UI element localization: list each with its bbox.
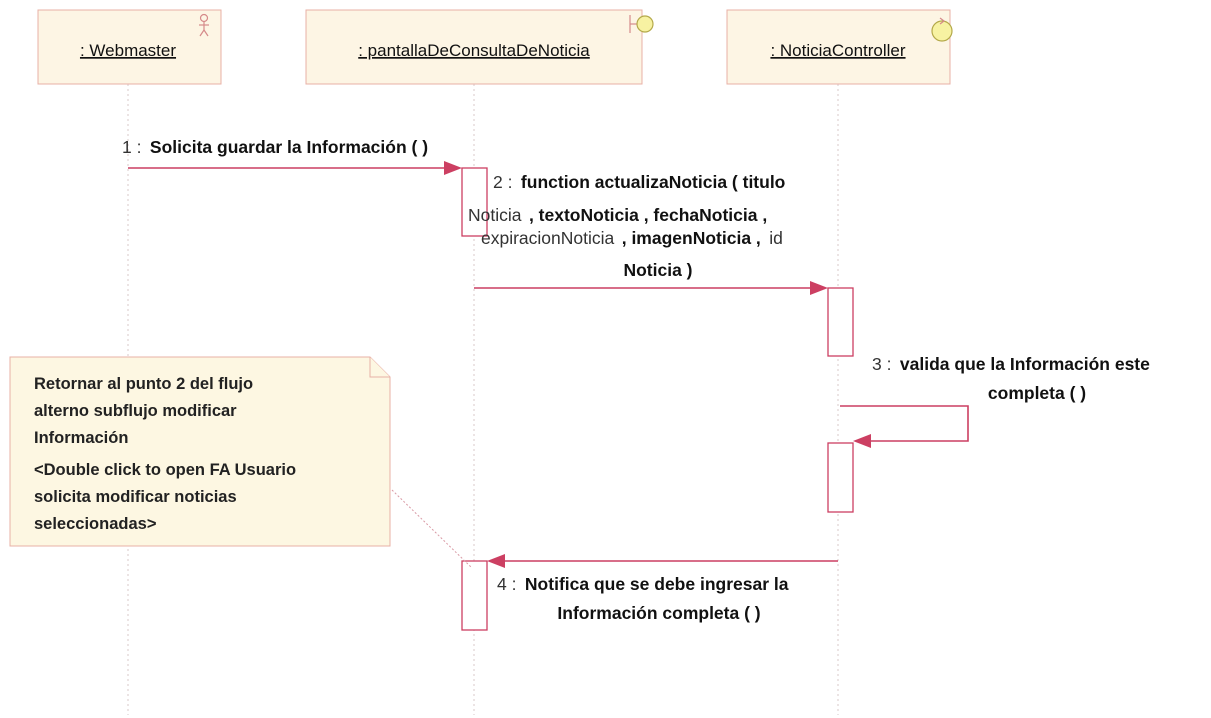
control-icon <box>931 17 953 42</box>
lifeline-controller-label: : NoticiaController <box>770 41 905 60</box>
note-line-6: seleccionadas> <box>34 515 156 533</box>
note-line-5: solicita modificar noticias <box>34 488 237 506</box>
lifeline-pantalla-label: : pantallaDeConsultaDeNoticia <box>358 41 590 60</box>
message-3-arrowhead <box>853 434 871 448</box>
message-4-arrowhead <box>487 554 505 568</box>
note[interactable]: Retornar al punto 2 del flujo alterno su… <box>9 356 391 547</box>
lifeline-webmaster[interactable]: : Webmaster <box>37 9 222 85</box>
note-line-2: alterno subflujo modificar <box>34 402 237 420</box>
boundary-icon <box>629 15 654 33</box>
message-2-label: 2 : function actualizaNoticia ( titulo N… <box>468 172 785 280</box>
svg-text:Información completa ( ): Información completa ( ) <box>557 603 760 623</box>
lifeline-pantalla[interactable]: : pantallaDeConsultaDeNoticia <box>305 9 654 85</box>
message-3-label: 3 : valida que la Información este compl… <box>872 354 1150 403</box>
message-1[interactable] <box>128 161 462 175</box>
note-anchor-line <box>391 489 473 569</box>
message-4-label: 4 : Notifica que se debe ingresar la Inf… <box>497 574 789 623</box>
svg-text:completa ( ): completa ( ) <box>988 383 1086 403</box>
note-line-4: <Double click to open FA Usuario <box>34 461 296 479</box>
activation-controller-2 <box>827 442 854 513</box>
activation-pantalla-1 <box>461 167 488 237</box>
message-1-label: 1 : Solicita guardar la Información ( ) <box>122 137 428 157</box>
svg-text:4 : Notifica que se debe: 4 : Notifica que se debe ingresar la <box>497 574 789 594</box>
activation-controller-1 <box>827 287 854 357</box>
note-line-1: Retornar al punto 2 del flujo <box>34 375 253 393</box>
message-1-arrowhead <box>444 161 462 175</box>
actor-icon <box>199 13 209 37</box>
lifeline-webmaster-label: : Webmaster <box>80 41 176 60</box>
svg-text:2 : function actualizaNo: 2 : function actualizaNoticia ( titulo <box>493 172 785 192</box>
message-3[interactable] <box>840 405 969 448</box>
message-4[interactable] <box>487 554 838 568</box>
svg-text:Noticia ): Noticia ) <box>623 260 692 280</box>
activation-pantalla-2 <box>461 560 488 631</box>
lifeline-controller[interactable]: : NoticiaController <box>726 9 953 85</box>
message-2[interactable] <box>474 281 828 295</box>
svg-text:expiracionNoticia , imag: expiracionNoticia , imagenNoticia , id <box>481 228 783 248</box>
note-line-3: Información <box>34 429 128 447</box>
message-2-arrowhead <box>810 281 828 295</box>
svg-text:Noticia , textoNoticia ,: Noticia , textoNoticia , fechaNoticia , <box>468 205 767 225</box>
svg-text:3 : valida que la Inform: 3 : valida que la Información este <box>872 354 1150 374</box>
